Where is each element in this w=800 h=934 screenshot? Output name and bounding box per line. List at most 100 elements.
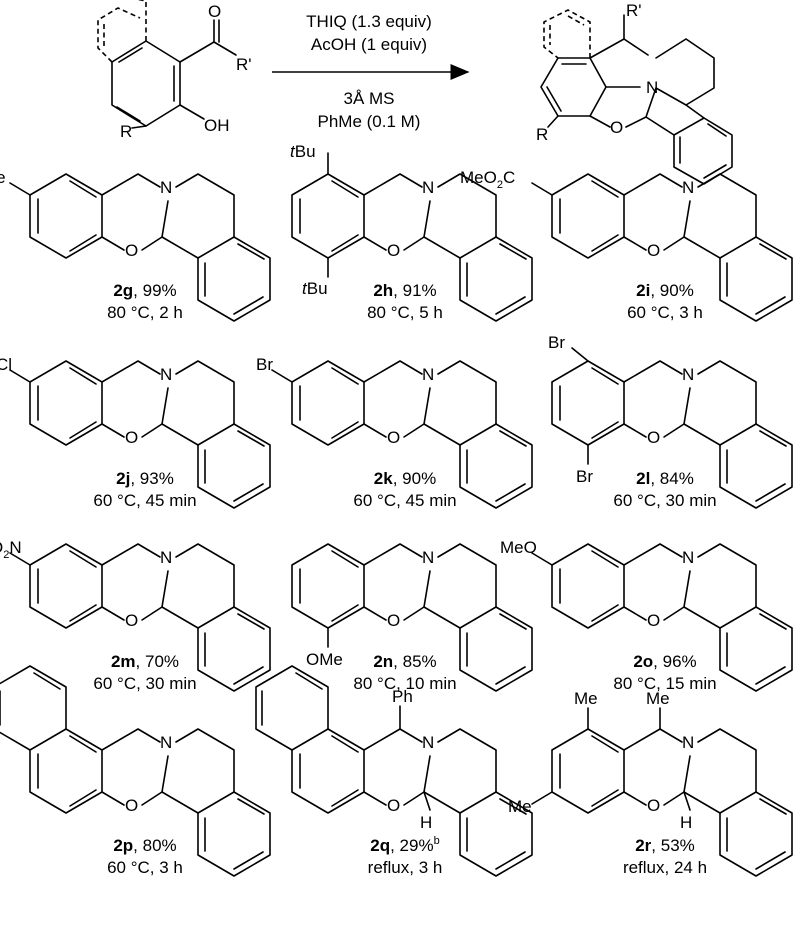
product-r-prime: R' [626, 1, 642, 20]
conditions-2m: 60 °C, 30 min [93, 674, 196, 693]
yield: , 29% [390, 836, 433, 855]
conditions-2q: reflux, 3 h [368, 858, 443, 877]
compound-id: 2g [113, 281, 133, 300]
caption-2q: 2q, 29%b [370, 835, 439, 855]
reactant-fused-ring-dashed [97, 0, 147, 63]
n-atom: N [682, 365, 694, 384]
reactant-oh: OH [204, 116, 230, 135]
structure-2n: N O OMe [291, 543, 533, 692]
o-atom: O [387, 611, 400, 630]
compound-2m: NOO2N2m, 70%60 °C, 30 min [0, 538, 271, 693]
o-atom: O [647, 428, 660, 447]
condition-solvent: PhMe (0.1 M) [318, 112, 421, 131]
yield: , 93% [130, 469, 173, 488]
conditions-2k: 60 °C, 45 min [353, 491, 456, 510]
caption-2o: 2o, 96% [633, 652, 696, 671]
substituent-me: Me [574, 689, 598, 708]
caption-2r: 2r, 53% [635, 836, 695, 855]
n-atom: N [160, 178, 172, 197]
yield: , 96% [653, 652, 696, 671]
product-n-atom: N [646, 78, 658, 97]
substituent-br: Br [256, 355, 273, 374]
o-atom: O [125, 796, 138, 815]
caption-2m: 2m, 70% [111, 652, 179, 671]
substituent-me-2: Me [508, 797, 532, 816]
h-atom: H [420, 813, 432, 832]
n-atom: N [422, 178, 434, 197]
substituent-br-2: Br [576, 467, 593, 486]
substituent-ome: OMe [306, 650, 343, 669]
o-atom: O [387, 241, 400, 260]
conditions-2o: 80 °C, 15 min [613, 674, 716, 693]
product-o-atom: O [610, 118, 623, 137]
caption-2l: 2l, 84% [636, 469, 694, 488]
o-atom: O [387, 428, 400, 447]
o-atom: O [125, 428, 138, 447]
conditions-2j: 60 °C, 45 min [93, 491, 196, 510]
o-atom: O [125, 611, 138, 630]
product-r: R [536, 125, 548, 144]
product-structure: N O R' R [536, 1, 733, 185]
yield: , 53% [651, 836, 694, 855]
condition-additive: 3Å MS [343, 89, 394, 108]
substituent-me: Me [0, 168, 6, 187]
compound-id: 2q [370, 836, 390, 855]
conditions-2l: 60 °C, 30 min [613, 491, 716, 510]
substituent-tbu-2: tBu [302, 279, 328, 298]
n-atom: N [682, 733, 694, 752]
n-atom: N [422, 548, 434, 567]
caption-2h: 2h, 91% [373, 281, 436, 300]
conditions-2i: 60 °C, 3 h [627, 303, 703, 322]
caption-2i: 2i, 90% [636, 281, 694, 300]
conditions-2p: 60 °C, 3 h [107, 858, 183, 877]
reactant-structure: O R' OH R [97, 0, 252, 141]
yield: , 99% [133, 281, 176, 300]
condition-reagent-1: THIQ (1.3 equiv) [306, 12, 432, 31]
footnote-marker: b [434, 835, 440, 847]
yield: , 84% [650, 469, 693, 488]
compound-2g: NOMe2g, 99%80 °C, 2 h [0, 168, 271, 322]
conditions-2h: 80 °C, 5 h [367, 303, 443, 322]
yield: , 91% [393, 281, 436, 300]
compound-id: 2j [116, 469, 130, 488]
compound-id: 2h [373, 281, 393, 300]
conditions-2r: reflux, 24 h [623, 858, 707, 877]
h-atom: H [680, 813, 692, 832]
caption-2g: 2g, 99% [113, 281, 176, 300]
compound-id: 2k [374, 469, 393, 488]
yield: , 90% [393, 469, 436, 488]
compound-id: 2m [111, 652, 136, 671]
compound-id: 2r [635, 836, 651, 855]
o-atom: O [647, 796, 660, 815]
substituent-co2me: MeO2C [460, 168, 515, 191]
reactant-r: R [120, 122, 132, 141]
substituent-cl: Cl [0, 355, 12, 374]
n-atom: N [160, 733, 172, 752]
product-core-bonds [540, 14, 733, 185]
compound-id: 2l [636, 469, 650, 488]
caption-2n: 2n, 85% [373, 652, 436, 671]
compound-id: 2o [633, 652, 653, 671]
yield: , 85% [393, 652, 436, 671]
reactant-ring-bonds [111, 19, 237, 129]
product-fused-ring-dashed [543, 9, 591, 59]
reaction-conditions: THIQ (1.3 equiv) AcOH (1 equiv) 3Å MS Ph… [272, 12, 470, 131]
substituent-tbu: tBu [290, 142, 316, 161]
caption-2p: 2p, 80% [113, 836, 176, 855]
